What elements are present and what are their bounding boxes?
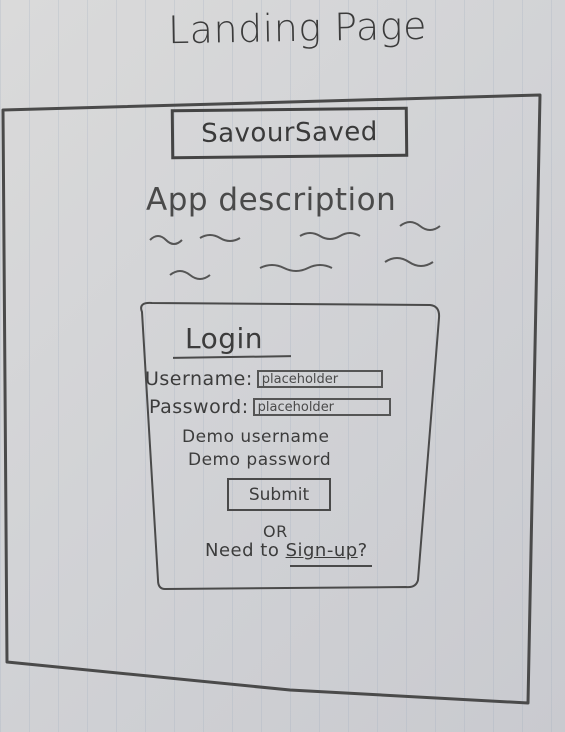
demo-username-text: Demo username (182, 427, 330, 447)
submit-button[interactable]: Submit (227, 478, 331, 511)
signup-prompt: Need to Sign-up? (205, 540, 368, 561)
username-row: Username: (145, 368, 383, 390)
password-label: Password: (149, 396, 249, 418)
password-input[interactable] (252, 398, 391, 416)
demo-password-text: Demo password (188, 450, 332, 470)
signup-suffix-text: ? (357, 540, 368, 561)
description-squiggle-1 (149, 221, 441, 245)
description-squiggle-2 (169, 257, 434, 280)
page-frame (1, 93, 542, 705)
page-heading: Landing Page (167, 3, 428, 53)
app-title: SavourSaved (200, 117, 379, 149)
login-panel-border (140, 301, 441, 591)
app-title-box: SavourSaved (170, 106, 409, 160)
signup-prefix-text: Need to (205, 540, 280, 561)
or-divider-text: OR (263, 522, 288, 541)
username-input[interactable] (256, 370, 383, 388)
app-description-heading: App description (146, 182, 397, 218)
signup-link[interactable]: Sign-up (285, 540, 358, 561)
login-panel: Login Username: Password: Demo username … (135, 300, 440, 590)
login-title-underline (172, 355, 292, 359)
login-title: Login (185, 322, 264, 355)
password-row: Password: (149, 396, 391, 418)
username-label: Username: (145, 368, 253, 390)
